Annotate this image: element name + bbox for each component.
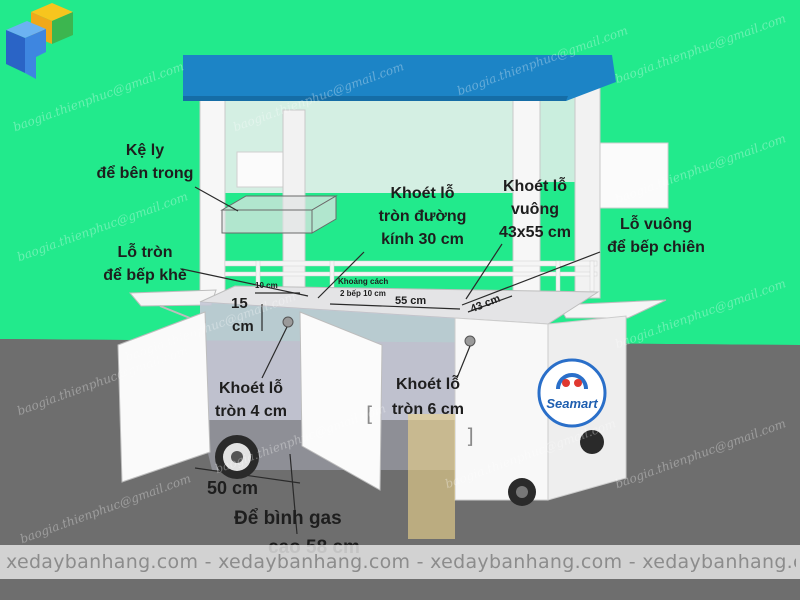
label-gas-line1: Để bình gas: [234, 508, 342, 529]
back-panel-right: [540, 92, 575, 182]
label-line: để bếp chiên: [607, 239, 705, 256]
dimension-line: [329, 303, 461, 310]
label-line: Kệ ly: [125, 142, 165, 159]
label-line: để bếp khè: [103, 267, 187, 284]
seamart-logo: [537, 358, 607, 428]
gas-compartment: [408, 414, 455, 539]
glass-rail: [224, 260, 598, 292]
door-handle-right: ]: [466, 424, 474, 448]
label-round-hole-30cm: Khoét lỗ tròn đường kính 30 cm: [360, 182, 485, 251]
pillar-front-right: [512, 93, 541, 303]
footer-watermark-text: xedaybanhang.com - xedaybanhang.com - xe…: [6, 551, 796, 573]
annotation-line: [181, 268, 309, 297]
label-line: 43x55 cm: [498, 224, 572, 241]
label-line: tròn 6 cm: [391, 401, 464, 418]
side-wing-right: [599, 142, 669, 209]
label-burner-hole: Lỗ tròn để bếp khè: [85, 241, 205, 287]
label-line: kính 30 cm: [381, 231, 464, 248]
hole-6cm: [464, 335, 476, 347]
cabinet-door-middle: [299, 311, 383, 491]
dimension-burner-gap-line1: Khoảng cách: [338, 277, 389, 286]
dimension-line: [467, 295, 513, 313]
label-fryer-hole: Lỗ vuông để bếp chiên: [596, 213, 716, 259]
wheel-right-back: [580, 430, 604, 454]
dimension-line: [289, 453, 298, 535]
wheel-left: [215, 435, 259, 479]
roof-edge: [183, 96, 568, 101]
annotation-line: [456, 345, 471, 379]
isometric-cube-logo-icon: [6, 3, 73, 79]
hole-4cm: [282, 316, 294, 328]
cabinet-door-left: [117, 311, 211, 483]
annotation-line: [261, 326, 288, 379]
cart-canopy: [183, 55, 669, 303]
cabinet: [117, 285, 627, 539]
brand-name: Seamart: [546, 396, 598, 411]
label-line: tròn đường: [378, 208, 467, 225]
label-hole-4cm: Khoét lỗ tròn 4 cm: [196, 377, 306, 423]
dimension-square-width: 55 cm: [395, 295, 427, 307]
dimension-line: [194, 467, 301, 484]
wheel-right-front: [508, 478, 536, 506]
dimension-cabinet-width: 50 cm: [207, 478, 259, 498]
label-line: Khoét lỗ: [390, 185, 455, 202]
cup-shelf: [220, 195, 338, 234]
label-line: Khoét lỗ: [396, 376, 460, 393]
label-line: Khoét lỗ: [503, 178, 567, 195]
annotation-lines: [181, 186, 601, 535]
dimension-burner-gap-line2: 2 bếp 10 cm: [340, 289, 386, 298]
annotation-line: [461, 251, 601, 306]
dimension-edge-gap: 10 cm: [255, 281, 278, 290]
label-line: vuông: [511, 201, 559, 218]
label-cup-shelf: Kệ ly để bên trong: [85, 139, 205, 185]
label-line: Lỗ tròn: [117, 244, 173, 261]
pillar-front-left: [199, 99, 226, 301]
label-line: để bên trong: [96, 165, 194, 182]
footer-watermark-strip: xedaybanhang.com - xedaybanhang.com - xe…: [0, 545, 800, 579]
label-line: tròn 4 cm: [214, 403, 287, 420]
cart-roof: [183, 55, 616, 101]
annotation-line: [317, 251, 365, 299]
dimension-hole-offset-unit: cm: [232, 318, 254, 335]
wave-icon: [556, 373, 588, 390]
label-hole-6cm: Khoét lỗ tròn 6 cm: [378, 372, 478, 422]
door-handle-left: [: [366, 402, 374, 426]
label-line: Khoét lỗ: [219, 380, 283, 397]
annotation-line: [194, 186, 239, 212]
side-wing-left: [236, 151, 286, 188]
label-square-hole: Khoét lỗ vuông 43x55 cm: [475, 175, 595, 244]
label-line: Lỗ vuông: [620, 216, 692, 233]
annotation-line: [465, 243, 503, 300]
dimension-hole-offset: 15: [231, 295, 248, 312]
